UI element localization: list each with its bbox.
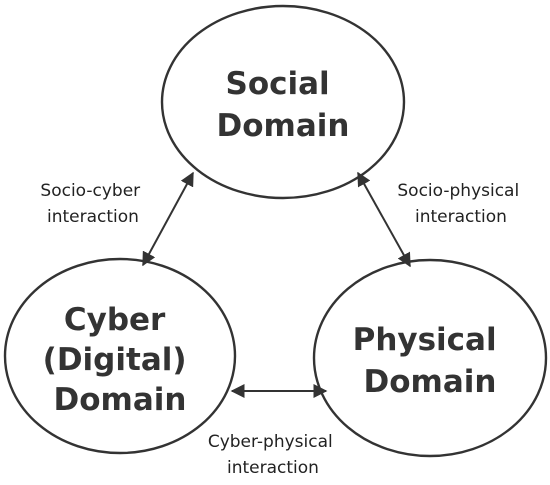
socio-physical-label-line2: interaction (415, 207, 507, 227)
physical-domain-label-line2: Domain (364, 364, 497, 400)
socio-cyber-label-line1: Socio-cyber (40, 181, 140, 201)
social-domain-ellipse (160, 4, 406, 200)
cyber-domain-label-line3: Domain (54, 382, 187, 418)
social-domain-label-line1: Social (226, 66, 330, 102)
cyber-domain-label: Cyber (Digital) Domain (43, 302, 198, 418)
socio-cyber-label-line2: interaction (47, 207, 139, 227)
socio-physical-arrow (357, 171, 411, 268)
cyber-domain-label-line2: (Digital) (43, 342, 187, 378)
socio-cyber-arrow (142, 171, 194, 267)
socio-physical-label: Socio-physical interaction (397, 181, 524, 227)
cyber-physical-label-line2: interaction (227, 458, 319, 478)
socio-physical-label-line1: Socio-physical (397, 181, 519, 201)
cyber-domain-node: Cyber (Digital) Domain (3, 257, 237, 455)
social-domain-label: Social Domain (217, 66, 350, 144)
cyber-domain-ellipse (3, 257, 237, 455)
cyber-domain-label-line1: Cyber (64, 302, 166, 338)
physical-domain-label: Physical Domain (353, 322, 508, 400)
physical-domain-ellipse (312, 258, 548, 458)
socio-cyber-label: Socio-cyber interaction (40, 181, 145, 227)
social-domain-node: Social Domain (160, 4, 406, 200)
social-domain-label-line2: Domain (217, 108, 350, 144)
cyber-physical-label-line1: Cyber-physical (208, 432, 333, 452)
physical-domain-node: Physical Domain (312, 258, 548, 458)
cyber-physical-label: Cyber-physical interaction (208, 432, 338, 478)
physical-domain-label-line1: Physical (353, 322, 497, 358)
